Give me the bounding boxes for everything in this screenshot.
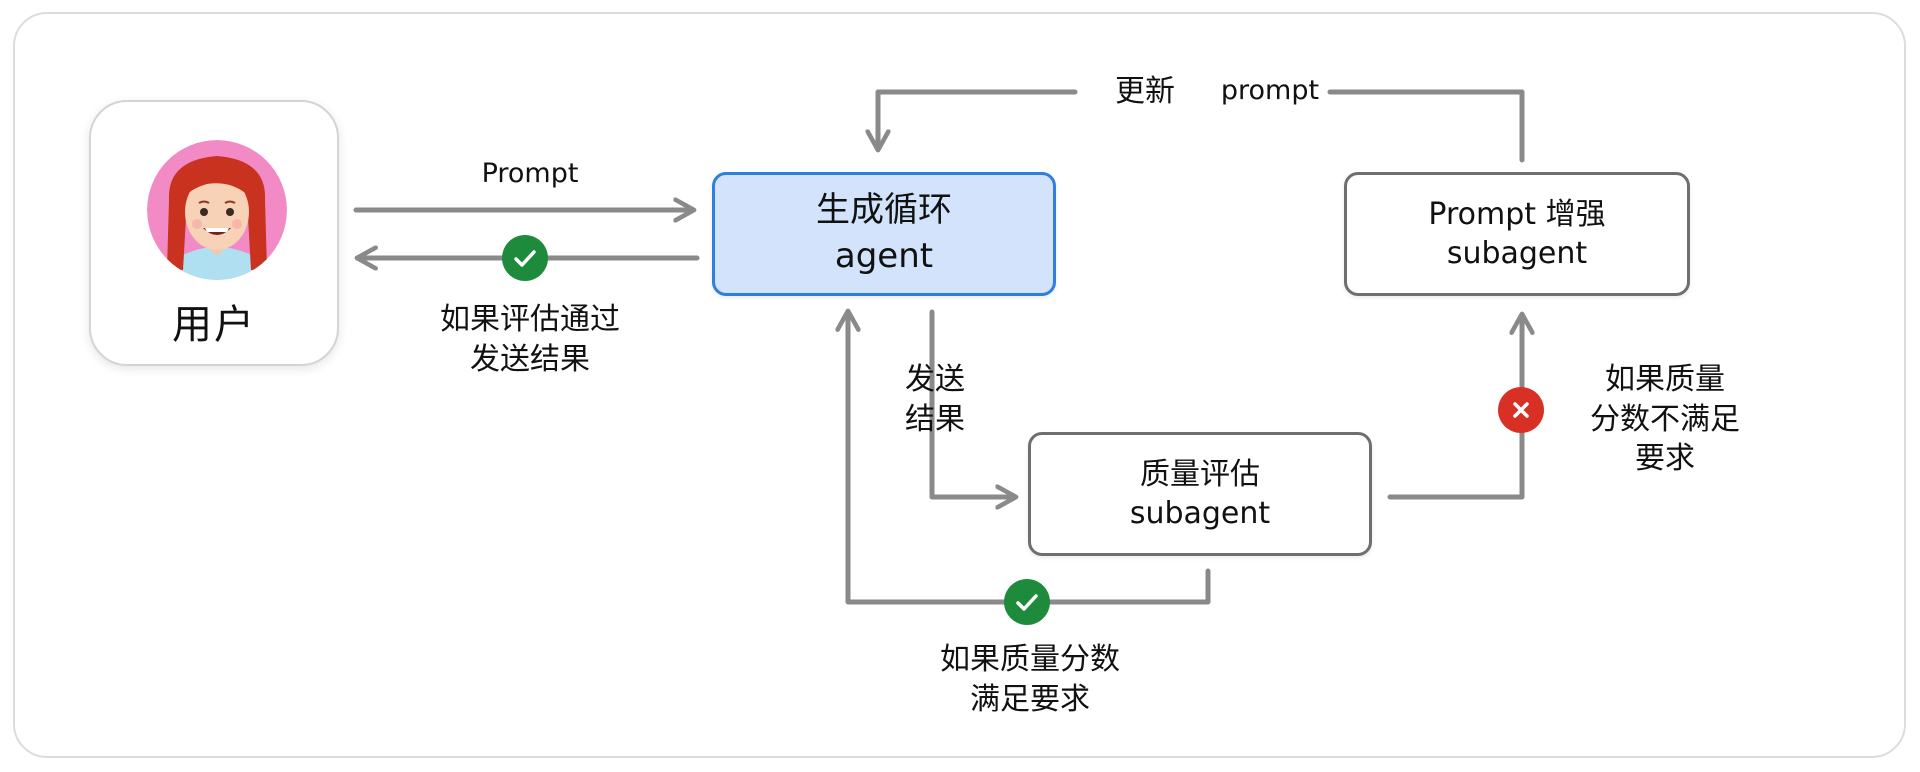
return-edge-label-line2: 发送结果	[470, 341, 590, 377]
quality-eval-subagent-node: 质量评估 subagent	[1028, 432, 1372, 556]
prompt-enhance-subtitle: subagent	[1446, 236, 1588, 271]
send-edge-label: 发送 结果	[880, 360, 990, 439]
prompt-enhance-title: Prompt 增强	[1428, 197, 1606, 232]
pass-edge-label-line1: 如果质量分数	[940, 642, 1120, 677]
user-label: 用户	[172, 302, 256, 348]
prompt-enhance-subagent-node: Prompt 增强 subagent	[1344, 172, 1690, 296]
generation-loop-title: 生成循环	[816, 190, 952, 231]
arrow-update-prompt	[1327, 89, 1525, 163]
send-edge-label-line1: 发送	[905, 362, 965, 397]
generation-loop-subtitle: agent	[834, 236, 934, 276]
prompt-edge-label: Prompt	[481, 158, 579, 189]
quality-eval-title: 质量评估	[1140, 457, 1260, 492]
generation-loop-agent-node: 生成循环 agent	[712, 172, 1056, 296]
pass-edge-label: 如果质量分数 满足要求	[880, 640, 1180, 719]
fail-edge-label-line2: 分数不满足	[1590, 401, 1740, 437]
arrow-fail-to-enhance	[1387, 316, 1522, 500]
return-edge-label: 如果评估通过 发送结果	[390, 300, 670, 379]
update-prompt-label-en: prompt	[1220, 75, 1320, 106]
return-edge-label-line1: 如果评估通过	[440, 302, 620, 337]
check-circle-icon	[1004, 579, 1050, 625]
user-card: 用户	[89, 100, 339, 366]
check-circle-icon	[502, 235, 548, 281]
update-prompt-label-cn: 更新	[1115, 74, 1175, 109]
arrow-update-prompt-left	[878, 89, 1078, 148]
x-circle-icon	[1498, 387, 1544, 433]
user-avatar	[147, 140, 287, 280]
pass-edge-label-line2: 满足要求	[970, 681, 1090, 717]
fail-edge-label: 如果质量 分数不满足 要求	[1560, 360, 1770, 479]
fail-edge-label-line1: 如果质量	[1605, 362, 1725, 397]
send-edge-label-line2: 结果	[905, 401, 965, 437]
quality-eval-subtitle: subagent	[1129, 496, 1271, 531]
fail-edge-label-line3: 要求	[1635, 441, 1695, 477]
arrow-send-to-eval	[929, 309, 1014, 497]
